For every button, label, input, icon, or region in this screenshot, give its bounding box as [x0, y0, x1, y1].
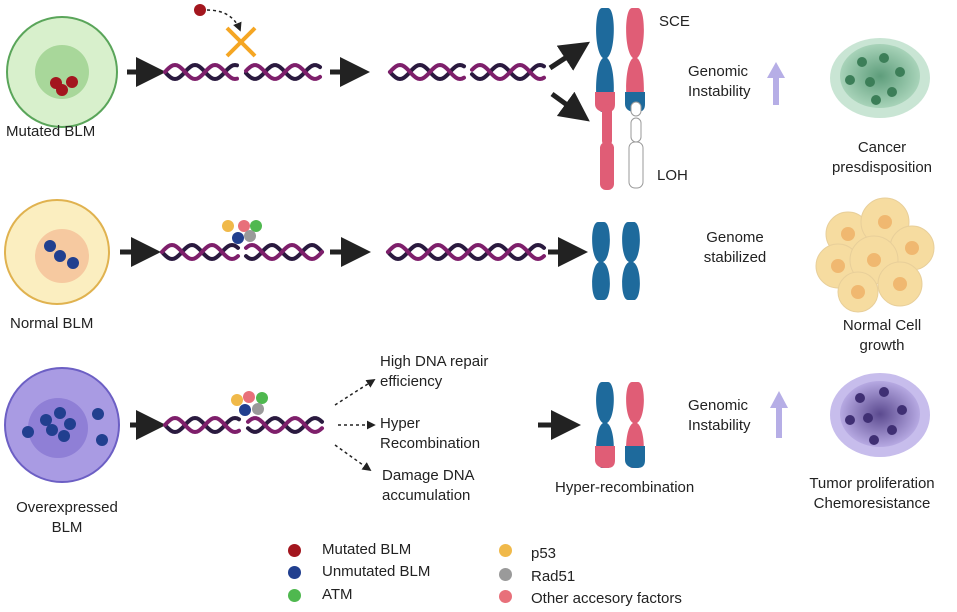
arrow [548, 41, 591, 71]
unmutated-blm-protein [64, 418, 76, 430]
legend-label: Other accesory factors [531, 590, 682, 607]
cancer-cell-cluster [830, 38, 930, 118]
unmutated-blm-protein [92, 408, 104, 420]
overexpressed-outcome-label: Tumor proliferation Chemoresistance [809, 475, 935, 512]
repair-complex [231, 391, 268, 416]
unmutated-blm-protein [44, 240, 56, 252]
mutated-effect-label: Genomic Instability [688, 63, 751, 100]
intact-dna [386, 242, 546, 262]
unmutated-blm-protein [54, 250, 66, 262]
normal-effect-label: Genome stabilized [703, 229, 767, 266]
dna-strand [160, 242, 240, 262]
overexpressed-cell [4, 367, 120, 483]
up-arrow-head [770, 391, 788, 408]
dashed-arrow [334, 379, 376, 406]
legend-label: Mutated BLM [322, 541, 412, 558]
branch-recombination-label: Hyper Recombination [380, 415, 481, 452]
normal-cell-label: Normal BLM [10, 315, 94, 332]
dna-strand [160, 242, 240, 262]
dna-strand [163, 62, 239, 82]
dna-strand [386, 242, 546, 262]
dna-strand [244, 242, 324, 262]
dna-strand [246, 416, 324, 434]
blocked-x-mark [225, 26, 257, 58]
mutated-outcome-label: Cancer presdisposition [831, 139, 933, 176]
up-arrow-shaft [776, 408, 782, 438]
arrow [550, 91, 590, 122]
dashed-arrow [334, 444, 372, 472]
unmutated-blm-protein [67, 257, 79, 269]
dna-strand [163, 415, 241, 435]
unmutated-blm-protein [22, 426, 34, 438]
normal-chromosome-pair [592, 222, 640, 300]
legend-label: ATM [322, 586, 353, 603]
legend-swatch [499, 568, 512, 581]
hyper-recombination-label: Hyper-recombination [555, 479, 695, 496]
mutated-cell [6, 16, 118, 128]
normal-outcome-label: Normal Cell growth [842, 317, 922, 354]
dna-strand [388, 62, 466, 82]
dna-strand [470, 62, 546, 82]
branch-repair-label: High DNA repair efficiency [380, 353, 489, 390]
dna-strand [386, 242, 546, 262]
broken-dna [388, 62, 546, 82]
legend-swatch [499, 544, 512, 557]
mutated-blm-protein [50, 77, 62, 89]
dashed-arrow [206, 9, 242, 32]
dna-strand [244, 63, 322, 81]
tumor-cell-cluster [830, 373, 930, 457]
legend-label: Rad51 [531, 568, 576, 585]
legend-label: Unmutated BLM [322, 563, 431, 580]
loh-label: LOH [657, 167, 688, 184]
legend-swatch [288, 566, 301, 579]
mutated-cell-label: Mutated BLM [6, 123, 96, 140]
hyper-recombination-chromosome-pair [595, 382, 645, 468]
normal-cell-cluster [815, 197, 935, 313]
broken-dna [163, 415, 324, 435]
unmutated-blm-protein [40, 414, 52, 426]
dna-strand [388, 62, 466, 82]
broken-dna [160, 242, 324, 262]
overexpressed-cell-label: Overexpressed BLM [16, 499, 118, 536]
sce-label: SCE [659, 13, 690, 30]
repair-complex [222, 220, 262, 244]
unmutated-blm-protein [54, 407, 66, 419]
unmutated-blm-protein [46, 424, 58, 436]
dna-strand [163, 415, 241, 435]
legend-label: p53 [531, 545, 557, 562]
sce-chromosome-pair [595, 8, 645, 112]
normal-cell [4, 199, 110, 305]
unmutated-blm-protein [96, 434, 108, 446]
loh-chromosome-pair [600, 101, 644, 190]
mutated-blm-protein [194, 4, 206, 16]
dna-strand [244, 63, 322, 81]
legend-swatch [288, 544, 301, 557]
branch-damage-label: Damage DNA accumulation [382, 467, 475, 504]
up-arrow-shaft [773, 77, 779, 105]
up-arrow-head [767, 62, 785, 78]
dna-strand [244, 242, 324, 262]
broken-dna [163, 62, 322, 82]
overexpressed-effect-label: Genomic Instability [688, 397, 751, 434]
unmutated-blm-protein [58, 430, 70, 442]
dna-strand [470, 62, 546, 82]
legend-swatch [288, 589, 301, 602]
legend-swatch [499, 590, 512, 603]
mutated-blm-protein [66, 76, 78, 88]
